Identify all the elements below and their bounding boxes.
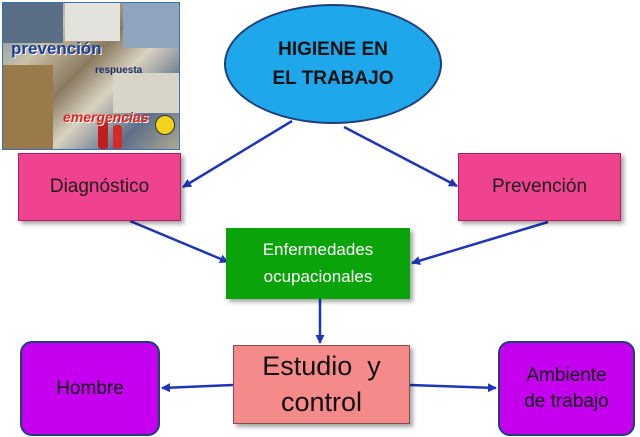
photo-tile-workers bbox=[3, 3, 63, 43]
node-prevencion: Prevención bbox=[458, 153, 621, 221]
node-diagnostico: Diagnóstico bbox=[18, 153, 181, 221]
arrow-higiene-to-diagnostico bbox=[182, 119, 293, 189]
node-hombre: Hombre bbox=[20, 341, 160, 436]
node-higiene-en-el-trabajo: HIGIENE EN EL TRABAJO bbox=[224, 4, 442, 124]
extinguisher-icon bbox=[113, 125, 122, 149]
biohazard-icon bbox=[155, 115, 175, 135]
arrow-estudio-to-hombre bbox=[161, 383, 234, 393]
arrow-diagnostico-to-enfermedades bbox=[129, 219, 229, 264]
photo-tile-ambulance bbox=[113, 73, 179, 113]
node-estudio-y-control: Estudio y control bbox=[233, 345, 410, 424]
arrow-estudio-to-ambiente bbox=[409, 383, 497, 393]
node-ambiente-de-trabajo: Ambiente de trabajo bbox=[498, 341, 635, 436]
node-ambiente-label: Ambiente de trabajo bbox=[524, 364, 609, 412]
header-photo-collage: prevención respuesta emergencias bbox=[2, 2, 180, 150]
node-estudio-label: Estudio y control bbox=[262, 350, 381, 417]
node-prevencion-label: Prevención bbox=[491, 176, 588, 197]
node-enfermedades-ocupacionales: Enfermedades ocupacionales bbox=[226, 228, 410, 299]
arrow-prevencion-to-enfermedades bbox=[411, 220, 549, 265]
node-enfermedades-label: Enfermedades ocupacionales bbox=[262, 240, 374, 286]
node-diagnostico-label: Diagnóstico bbox=[49, 176, 150, 197]
arrow-higiene-to-prevencion bbox=[343, 125, 458, 188]
photo-tile-helmets bbox=[123, 3, 179, 48]
collage-word-emergencias: emergencias bbox=[63, 109, 149, 125]
photo-tile-firefighter bbox=[3, 65, 53, 149]
node-higiene-label: HIGIENE EN EL TRABAJO bbox=[272, 38, 394, 89]
extinguisher-icon bbox=[98, 121, 108, 149]
collage-word-respuesta: respuesta bbox=[95, 65, 143, 76]
photo-tile-lab bbox=[65, 3, 120, 41]
node-hombre-label: Hombre bbox=[56, 377, 124, 399]
collage-word-prevencion: prevención bbox=[11, 39, 102, 58]
